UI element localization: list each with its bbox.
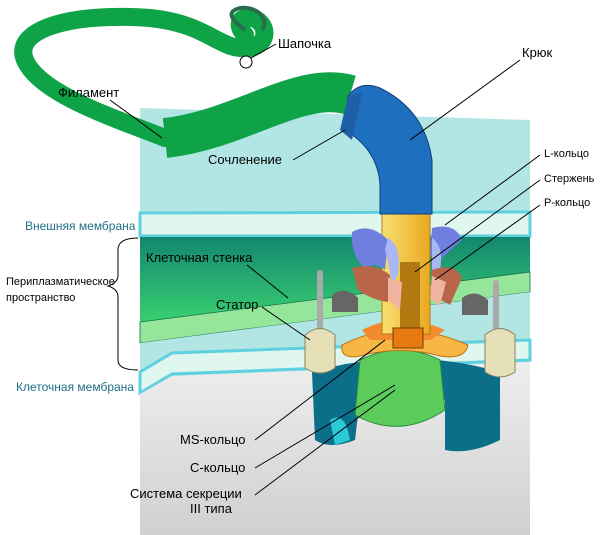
label-periplasm-2: пространство [6, 292, 76, 304]
label-outer-membrane: Внешняя мембрана [25, 219, 136, 233]
stators [304, 270, 516, 378]
label-periplasm-1: Периплазматическое [6, 276, 115, 288]
label-cell-wall: Клеточная стенка [146, 250, 253, 265]
l-ring [351, 228, 388, 270]
label-p-ring: P-кольцо [544, 197, 591, 209]
hook [344, 84, 433, 215]
label-filament: Филамент [58, 85, 120, 100]
label-rod: Стержень [544, 173, 595, 185]
label-c-ring: C-кольцо [190, 460, 246, 475]
label-stator: Статор [216, 297, 259, 312]
l-ring-inner [385, 238, 441, 285]
rod-cutaway [400, 262, 420, 334]
label-secretion-1: Система секреции [130, 486, 242, 501]
periplasm [140, 292, 530, 372]
filament-connect [162, 72, 356, 158]
rod-collar [392, 327, 424, 349]
label-cell-membrane: Клеточная мембрана [16, 380, 134, 394]
filament-tip [229, 5, 267, 32]
cap [239, 55, 253, 69]
leader-lines [106, 43, 541, 496]
label-secretion-2: III типа [190, 501, 232, 516]
label-cap: Шапочка [278, 36, 332, 51]
label-ms-ring: MS-кольцо [180, 432, 246, 447]
hook-junction [340, 92, 362, 140]
ms-ring [354, 349, 446, 427]
label-l-ring: L-кольцо [544, 148, 590, 160]
p-ring-inner [388, 276, 446, 310]
filament-body [14, 7, 274, 147]
outer-membrane [138, 210, 532, 238]
label-junction: Сочленение [208, 152, 283, 167]
label-hook: Крюк [522, 45, 553, 60]
